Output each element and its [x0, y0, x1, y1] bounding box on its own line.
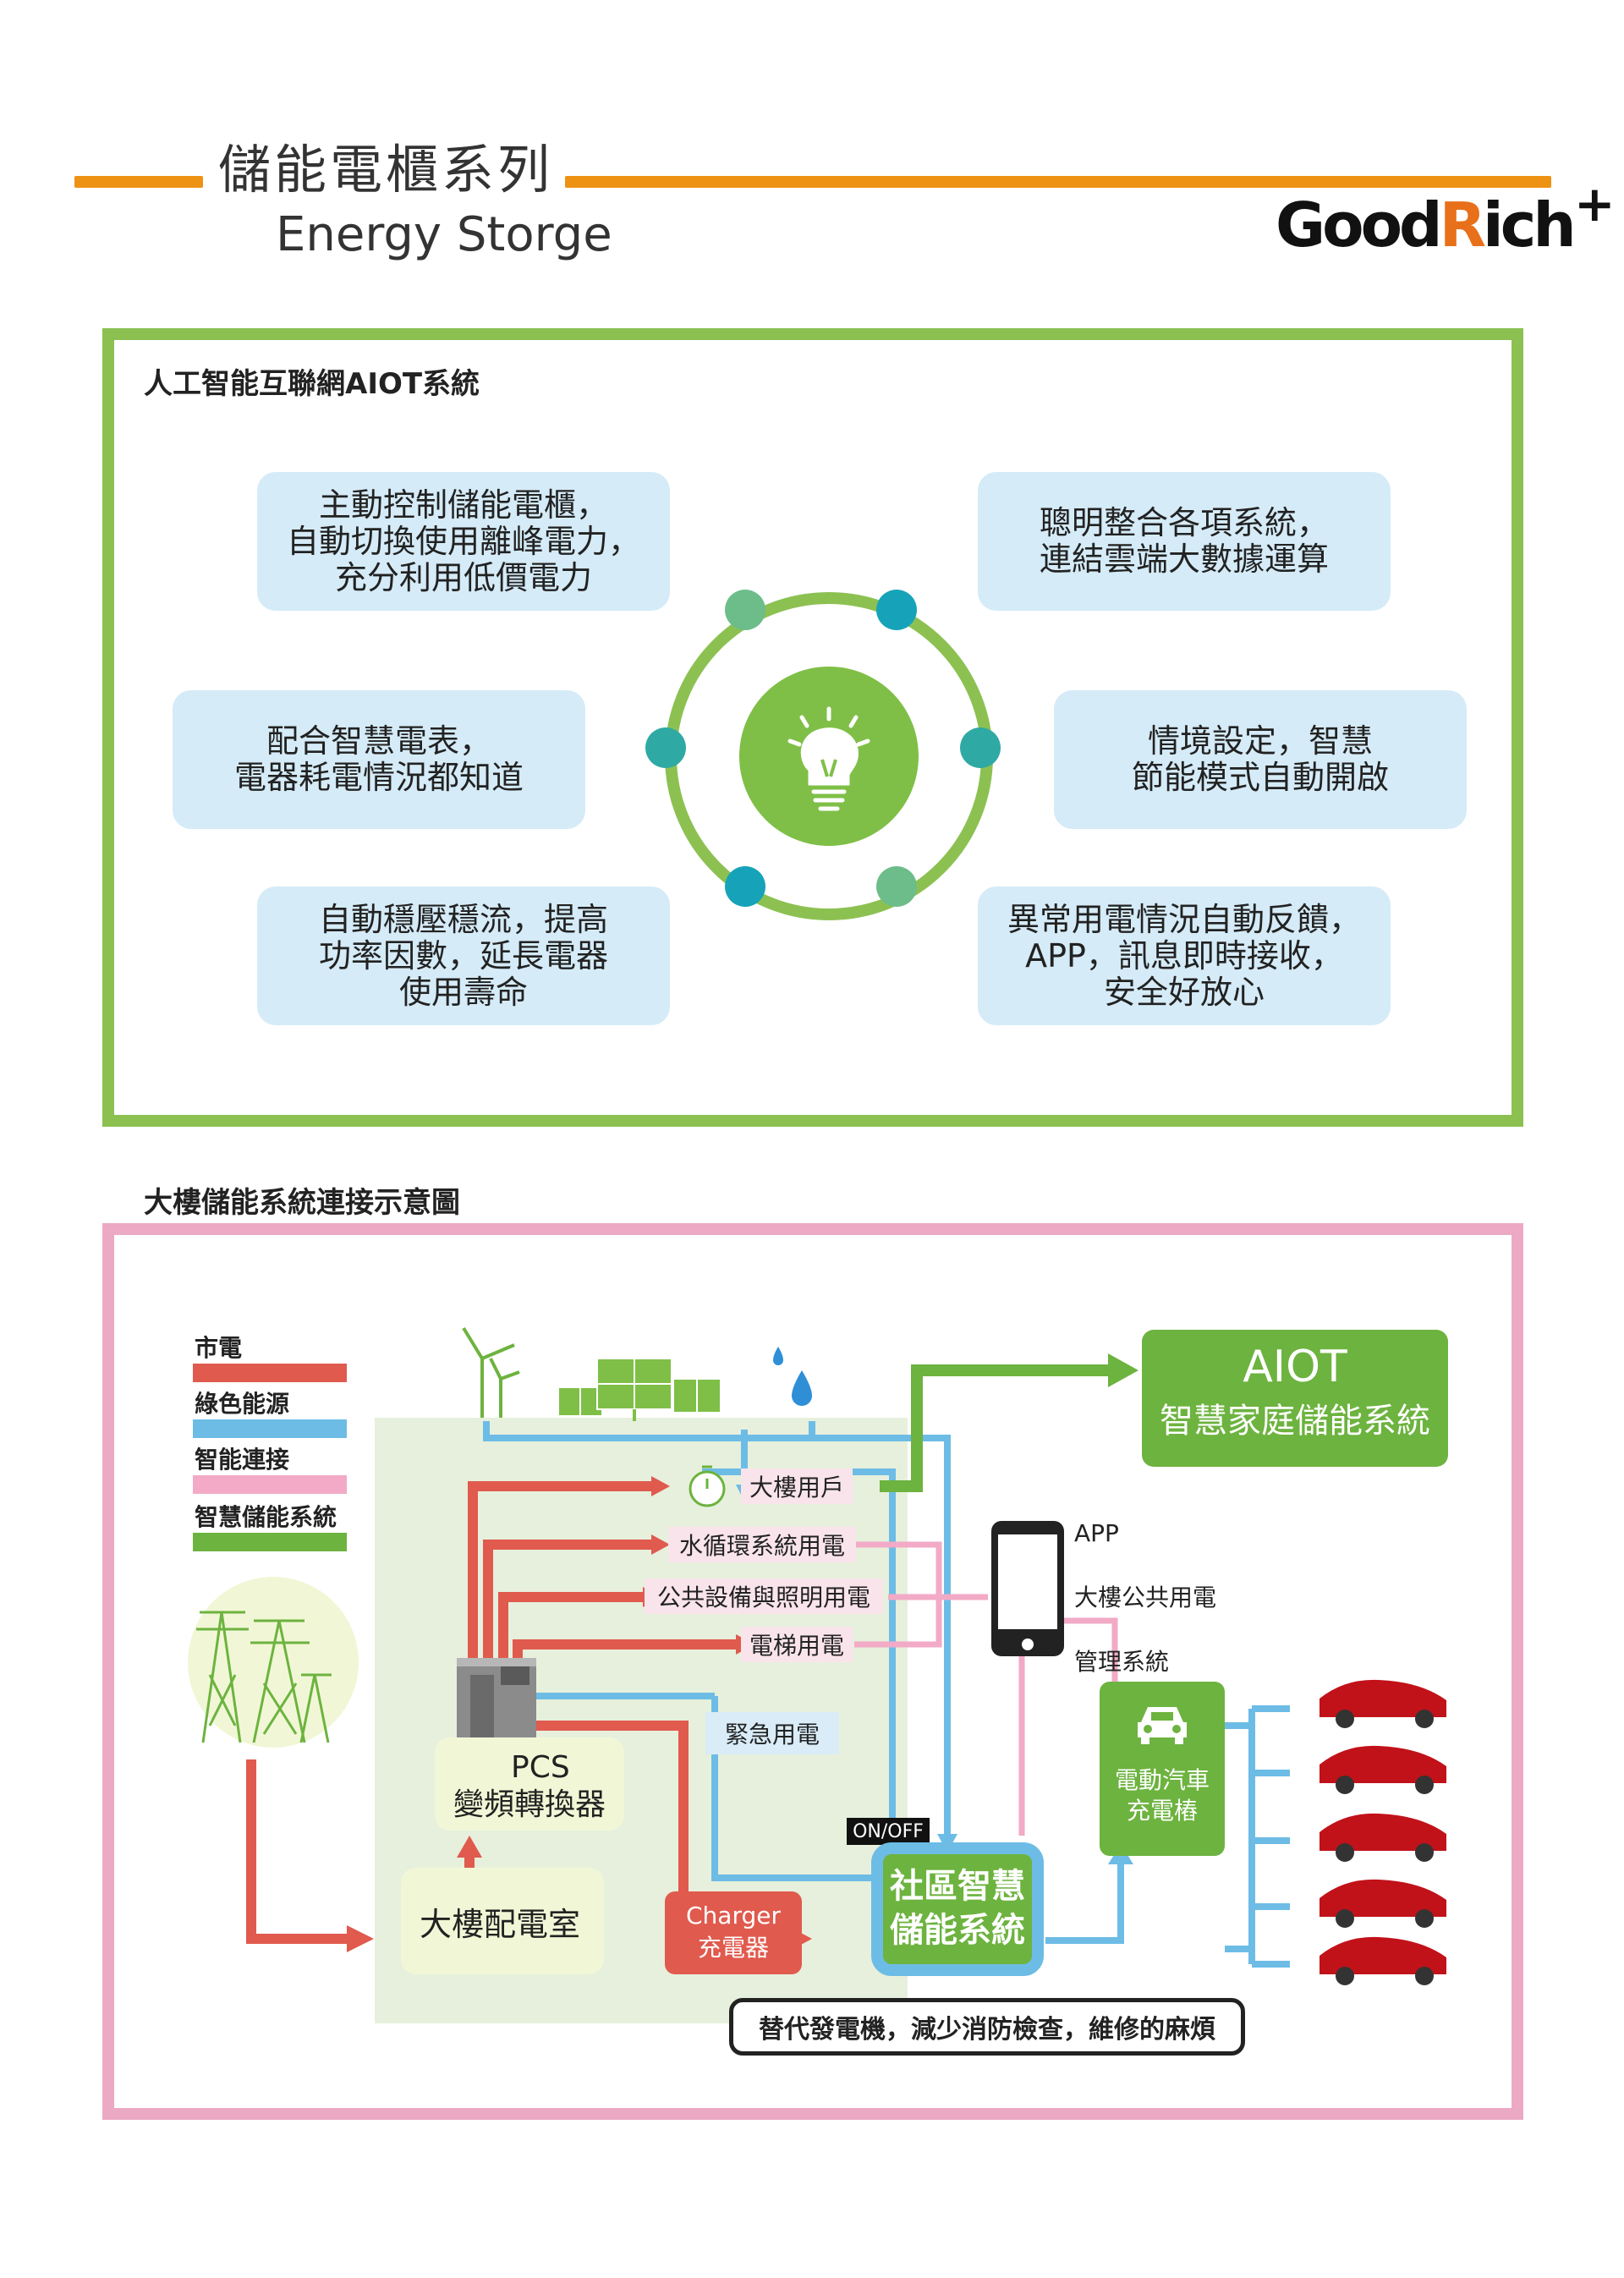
aiot-home-subtitle: 智慧家庭儲能系統 [1160, 1402, 1430, 1441]
pcs-label: PCS 變頻轉換器 [435, 1737, 624, 1831]
header-rule-right [565, 176, 1551, 188]
ring-node [725, 866, 765, 907]
ev-post-line1: 電動汽車 [1114, 1766, 1210, 1794]
benefit-note: 替代發電機，減少消防檢查，維修的麻煩 [729, 1998, 1245, 2056]
legend-bar-storage [193, 1533, 347, 1551]
car-icon [1138, 1707, 1187, 1744]
logo-text-main: Good [1276, 189, 1443, 261]
legend-label-storage: 智慧儲能系統 [195, 1503, 337, 1531]
aiot-home-box: AIOT 智慧家庭儲能系統 [1142, 1330, 1448, 1467]
feature-card-app-alerts: 異常用電情況自動反饋， APP，訊息即時接收， 安全好放心 [978, 886, 1391, 1025]
load-tenant: 大樓用戶 [741, 1468, 853, 1504]
logo-text-accent: R [1439, 189, 1486, 261]
charger-box: Charger 充電器 [665, 1891, 802, 1974]
feature-card-smart-meter: 配合智慧電表， 電器耗電情況都知道 [173, 690, 585, 829]
lightbulb-icon [787, 706, 870, 811]
logo-text-tail: ich [1483, 189, 1577, 261]
aiot-frame [102, 328, 1523, 1127]
app-label-line2: 大樓公共用電 [1074, 1584, 1217, 1611]
building-section-title: 大樓儲能系統連接示意圖 [144, 1186, 460, 1220]
app-label-line3: 管理系統 [1074, 1648, 1170, 1676]
charger-zh: 充電器 [697, 1934, 769, 1962]
feature-card-peak-control: 主動控制儲能電櫃， 自動切換使用離峰電力， 充分利用低價電力 [257, 472, 670, 611]
pcs-label-en: PCS [511, 1750, 570, 1785]
ring-node [645, 727, 686, 768]
community-line2: 儲能系統 [890, 1911, 1025, 1950]
community-line1: 社區智慧 [890, 1867, 1025, 1906]
ring-node [876, 866, 917, 907]
ev-post-line2: 充電樁 [1126, 1797, 1198, 1825]
ring-node [876, 590, 917, 630]
pcs-label-zh: 變頻轉換器 [453, 1787, 606, 1822]
logo-plus: + [1574, 175, 1616, 233]
load-elevator: 電梯用電 [741, 1627, 853, 1662]
brand-logo: GoodRich + [1276, 179, 1616, 255]
app-label: APP 大樓公共用電 管理系統 [1074, 1485, 1216, 1710]
app-label-line1: APP [1074, 1519, 1119, 1547]
water-drop [792, 1370, 812, 1406]
legend-label-green: 綠色能源 [195, 1390, 290, 1418]
building-frame [102, 1223, 1523, 2120]
aiot-section-title: 人工智能互聯網AIOT系統 [144, 367, 480, 401]
distribution-room: 大樓配電室 [401, 1868, 604, 1974]
load-water: 水循環系統用電 [668, 1527, 856, 1562]
legend-label-smart: 智能連接 [195, 1446, 290, 1474]
charger-en: Charger [686, 1902, 781, 1929]
ring-node [960, 727, 1001, 768]
aiot-hub [739, 667, 919, 846]
ev-charging-post: 電動汽車 充電樁 [1100, 1682, 1225, 1856]
onoff-tag: ON/OFF [847, 1818, 930, 1845]
header-rule-left [74, 176, 203, 188]
load-public: 公共設備與照明用電 [645, 1578, 883, 1614]
feature-card-cloud-integration: 聰明整合各項系統， 連結雲端大數據運算 [978, 472, 1391, 611]
aiot-home-title: AIOT [1243, 1342, 1347, 1392]
feature-card-voltage-stabilize: 自動穩壓穩流，提高 功率因數，延長電器 使用壽命 [257, 886, 670, 1025]
page-subtitle: Energy Storge [276, 207, 612, 262]
ring-node [725, 590, 765, 630]
legend-label-grid: 市電 [195, 1334, 243, 1362]
legend-bar-grid [193, 1364, 347, 1382]
phone-device [991, 1521, 1064, 1656]
legend-bar-smart [193, 1475, 347, 1494]
page-title: 儲能電櫃系列 [218, 139, 554, 200]
feature-card-scene-mode: 情境設定，智慧 節能模式自動開啟 [1054, 690, 1467, 829]
legend-bar-green [193, 1419, 347, 1438]
load-emergency: 緊急用電 [705, 1712, 839, 1754]
community-storage: 社區智慧 儲能系統 [871, 1842, 1044, 1976]
